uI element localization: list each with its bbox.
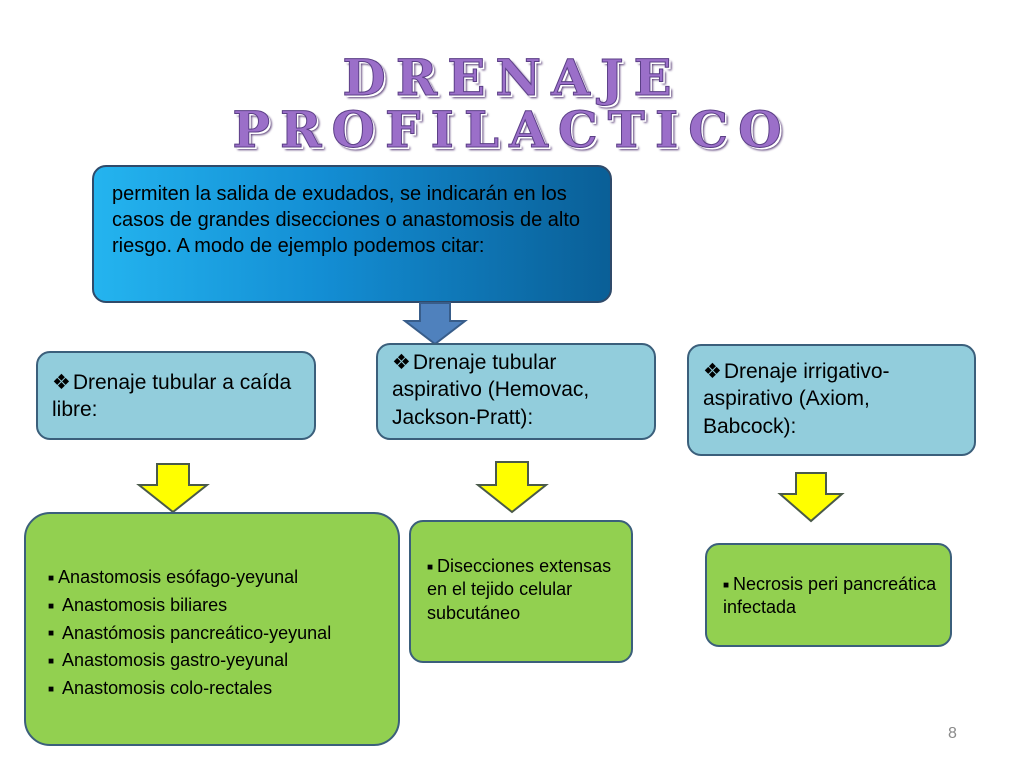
title-line-1: DRENAJE	[342, 48, 682, 108]
yellow-down-arrow-icon	[475, 461, 549, 514]
detail-text: Disecciones extensas en el tejido celula…	[427, 556, 612, 623]
page-number: 8	[948, 725, 957, 742]
category-label: Drenaje tubular aspirativo (Hemovac, Jac…	[392, 351, 590, 429]
square-bullet-icon: ■	[48, 628, 55, 640]
category-tubular-caida-libre: ❖Drenaje tubular a caída libre:	[36, 351, 316, 440]
yellow-down-arrow-icon	[136, 463, 210, 514]
square-bullet-icon: ■	[48, 572, 55, 584]
intro-box: permiten la salida de exudados, se indic…	[92, 165, 612, 303]
category-label: Drenaje tubular a caída libre:	[52, 371, 292, 422]
square-bullet-icon: ■	[48, 600, 55, 612]
title-line-2: PROFILACTICO	[232, 100, 792, 160]
category-tubular-aspirativo: ❖Drenaje tubular aspirativo (Hemovac, Ja…	[376, 343, 656, 440]
list-item: ■ Anastomosis gastro-yeyunal	[48, 650, 289, 671]
diamond-bullet-icon: ❖	[703, 360, 722, 383]
category-irrigativo-aspirativo: ❖Drenaje irrigativo-aspirativo (Axiom, B…	[687, 344, 976, 456]
square-bullet-icon: ■	[48, 656, 55, 667]
square-bullet-icon: ■	[723, 579, 730, 591]
yellow-down-arrow-icon	[777, 472, 845, 523]
square-bullet-icon: ■	[427, 561, 434, 573]
blue-down-arrow-icon	[402, 302, 468, 346]
details-irrigativo-aspirativo: ■Necrosis peri pancreática infectada	[705, 543, 952, 647]
list-item: ■Anastomosis esófago-yeyunal	[48, 567, 299, 587]
list-item: ■ Anastomosis biliares	[48, 594, 228, 615]
list-item: ■ Anastomosis colo-rectales	[48, 678, 273, 698]
list-item: ■ Anastómosis pancreático-yeyunal	[48, 622, 332, 643]
detail-text: Necrosis peri pancreática infectada	[723, 574, 937, 618]
details-tubular-aspirativo: ■Disecciones extensas en el tejido celul…	[409, 520, 633, 663]
category-label: Drenaje irrigativo-aspirativo (Axiom, Ba…	[703, 360, 890, 438]
details-tubular-caida-libre: ■Anastomosis esófago-yeyunal ■ Anastomos…	[24, 512, 400, 746]
diamond-bullet-icon: ❖	[392, 351, 411, 374]
diamond-bullet-icon: ❖	[52, 371, 71, 394]
square-bullet-icon: ■	[48, 683, 55, 695]
